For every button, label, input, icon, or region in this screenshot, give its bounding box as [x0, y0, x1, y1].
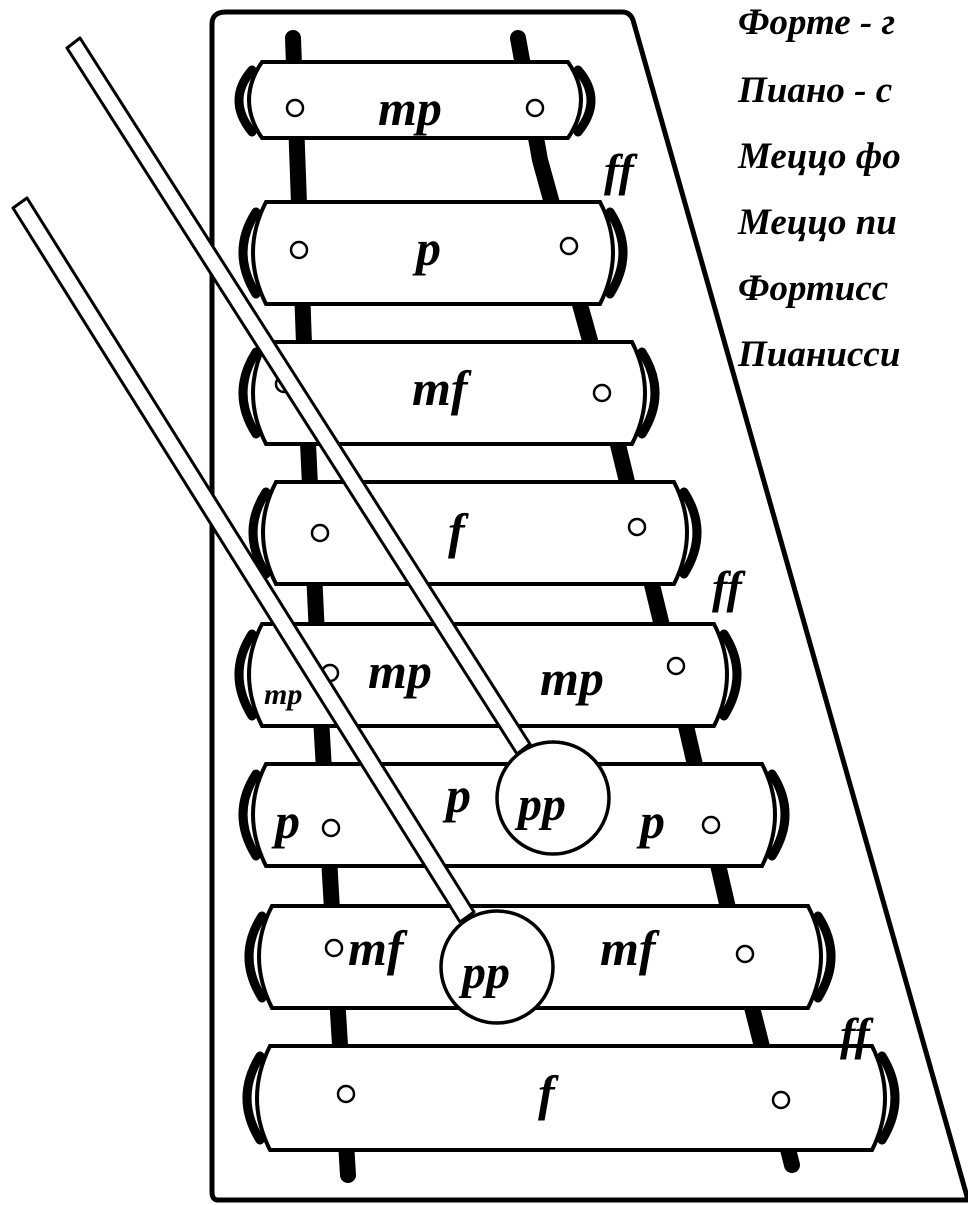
dynamic-mark: mp [368, 643, 432, 699]
mallet-head [495, 740, 611, 856]
bar-1: mp [234, 60, 596, 140]
dynamic-mark: mp [540, 650, 604, 706]
bar-8: f [242, 1044, 900, 1152]
bar-5: mp mp mp [234, 622, 742, 728]
legend-line-5: Фортисс [738, 268, 888, 309]
dynamic-mark: mf [412, 360, 472, 416]
bar-hole [336, 1084, 356, 1104]
bar-hole [666, 656, 686, 676]
bar-hole [285, 98, 305, 118]
bar-hole [289, 240, 309, 260]
bar-hole [701, 815, 721, 835]
mallet-2: pp [11, 196, 555, 1025]
bar-hole [771, 1090, 791, 1110]
mallet-head-mark: pp [458, 946, 510, 999]
bar-4: f [248, 480, 702, 586]
bar-2: p [238, 200, 628, 306]
bar-hole [310, 523, 330, 543]
dynamic-mark: mp [378, 80, 442, 136]
legend-line-2: Пиано - с [737, 70, 892, 111]
legend-line-3: Меццо фо [737, 136, 901, 177]
bar-hole [525, 98, 545, 118]
frame-dynamic-mark: ff [604, 145, 638, 196]
dynamic-mark: f [538, 1065, 559, 1121]
dynamic-mark: p [636, 793, 665, 849]
legend-line-4: Меццо пи [737, 202, 897, 243]
dynamic-mark: mp [264, 678, 302, 711]
xylophone-frame [209, 9, 968, 1203]
bar-hole [324, 938, 344, 958]
bar-hole [735, 944, 755, 964]
dynamic-mark: mf [348, 920, 408, 976]
dynamic-mark: p [271, 793, 300, 849]
bar-hole [559, 236, 579, 256]
bar-hole [592, 383, 612, 403]
dynamic-mark: p [442, 767, 471, 823]
dynamic-mark: mf [600, 920, 660, 976]
dynamic-mark: p [412, 220, 441, 276]
legend-line-6: Пианисси [737, 334, 900, 375]
frame-dynamic-mark: ff [712, 562, 746, 613]
mallet-head-mark: pp [514, 778, 566, 831]
dynamics-legend: Форте - г Пиано - с Меццо фо Меццо пи Фо… [737, 2, 901, 375]
bar-hole [321, 818, 341, 838]
frame-dynamic-mark: ff [840, 1009, 874, 1060]
mallet-1: pp [65, 36, 611, 856]
bar-hole [627, 517, 647, 537]
dynamic-mark: f [448, 503, 469, 559]
mallet-head [439, 909, 555, 1025]
legend-line-1: Форте - г [738, 2, 895, 43]
